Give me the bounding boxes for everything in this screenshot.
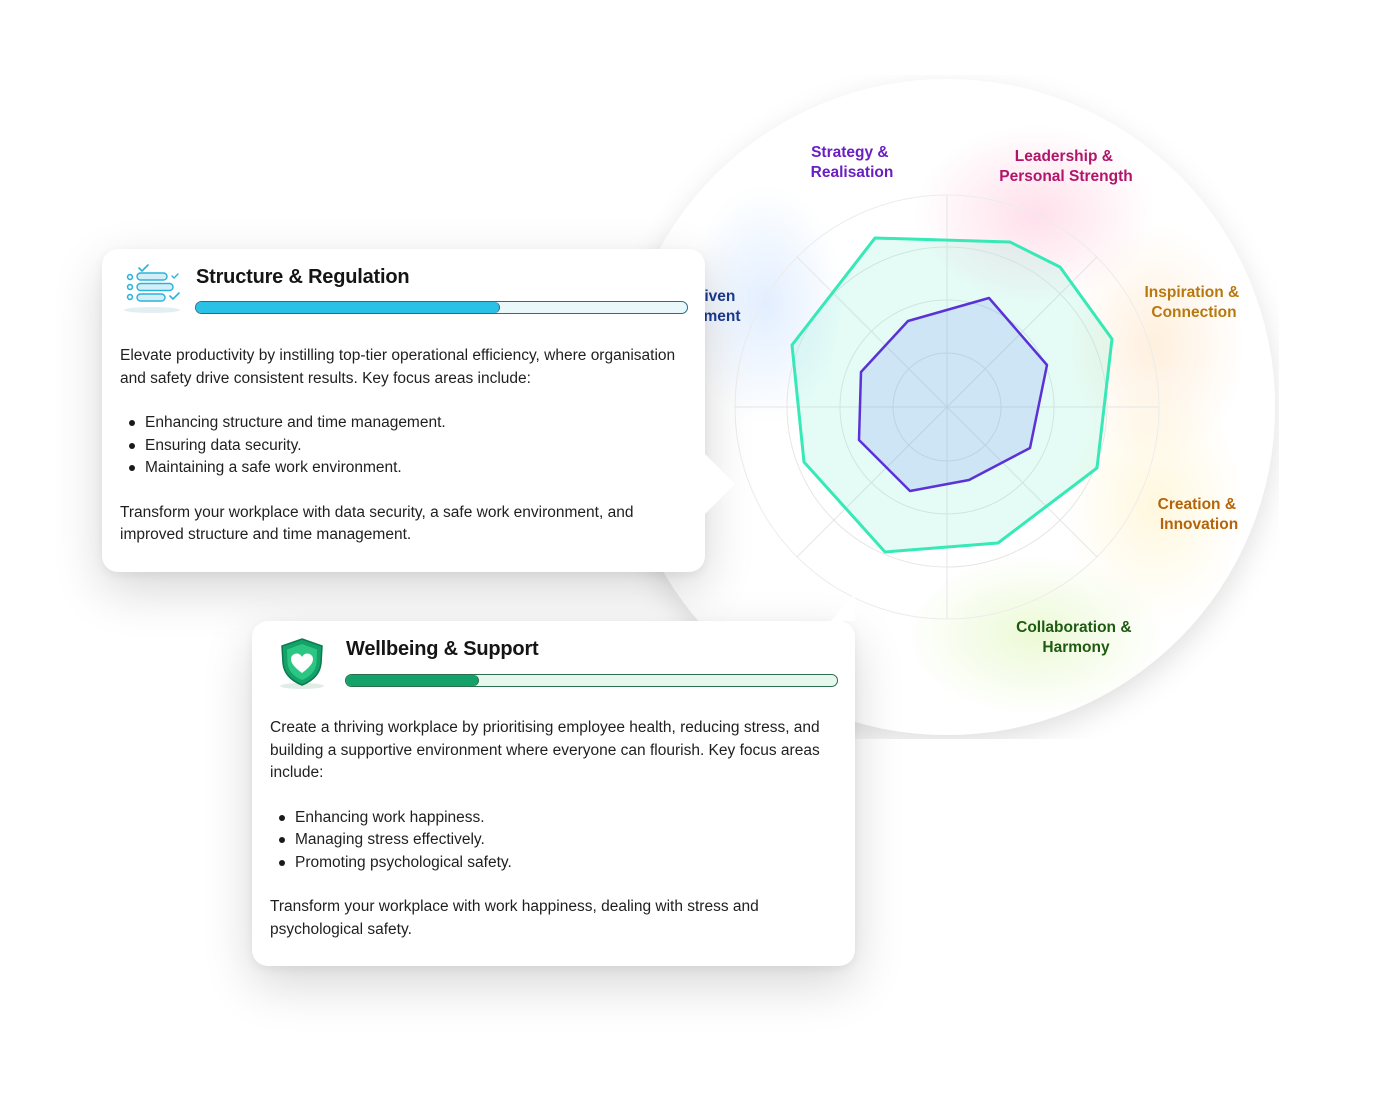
progress-bar bbox=[195, 301, 688, 314]
list-item: Enhancing work happiness. bbox=[279, 807, 845, 830]
progress-fill bbox=[346, 675, 479, 686]
list-item: Ensuring data security. bbox=[129, 435, 695, 458]
segment-label-creation: Creation & Innovation bbox=[1158, 496, 1241, 533]
segment-label-inspiration: Inspiration & Connection bbox=[1144, 284, 1243, 321]
wellbeing-support-card: Wellbeing & Support Create a thriving wo… bbox=[252, 593, 855, 966]
structure-regulation-card: Structure & Regulation Elevate productiv… bbox=[102, 249, 735, 572]
list-item: Enhancing structure and time management. bbox=[129, 412, 695, 435]
list-item: Maintaining a safe work environment. bbox=[129, 457, 695, 480]
card-body: Elevate productivity by instilling top-t… bbox=[120, 345, 695, 547]
card-intro: Elevate productivity by instilling top-t… bbox=[120, 347, 676, 387]
card-intro: Create a thriving workplace by prioritis… bbox=[270, 719, 820, 781]
inner-score-polygon bbox=[857, 296, 1049, 493]
list-item: Promoting psychological safety. bbox=[279, 852, 845, 875]
heart-shield-icon bbox=[280, 638, 324, 689]
segment-label-strategy: Strategy & Realisation bbox=[811, 144, 894, 181]
card-outro: Transform your workplace with data secur… bbox=[120, 503, 634, 544]
focus-list: Enhancing structure and time management.… bbox=[120, 412, 695, 480]
checklist-icon bbox=[124, 264, 180, 313]
progress-bar bbox=[345, 674, 838, 687]
progress-fill bbox=[196, 302, 501, 313]
card-pointer bbox=[705, 454, 735, 514]
card-title: Wellbeing & Support bbox=[346, 638, 539, 660]
card-pointer bbox=[831, 593, 855, 621]
segment-label-collaboration: Collaboration & Harmony bbox=[1016, 619, 1136, 656]
segment-label-leadership: Leadership & Personal Strength bbox=[999, 148, 1133, 185]
wheel-labels: Strategy & Realisation Leadership & Pers… bbox=[703, 144, 1243, 656]
outer-score-polygon bbox=[790, 236, 1114, 554]
radar-wheel: Strategy & Realisation Leadership & Pers… bbox=[619, 79, 1275, 735]
list-item: Managing stress effectively. bbox=[279, 829, 845, 852]
card-body: Create a thriving workplace by prioritis… bbox=[270, 717, 845, 941]
segment-label-driven-partial: iven ment bbox=[703, 288, 740, 325]
card-title: Structure & Regulation bbox=[196, 266, 410, 288]
card-outro: Transform your workplace with work happi… bbox=[270, 898, 759, 938]
focus-list: Enhancing work happiness. Managing stres… bbox=[270, 807, 845, 875]
